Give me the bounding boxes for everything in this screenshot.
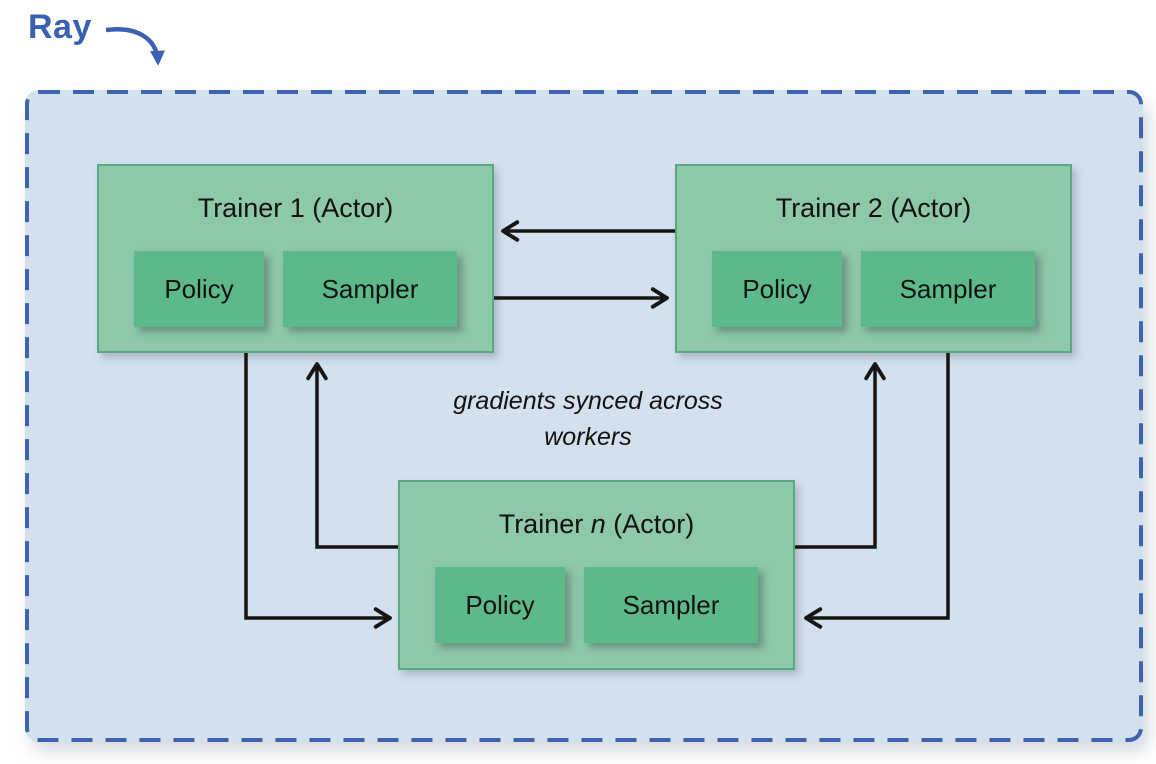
trainer-1-sampler-box: Sampler [283, 251, 457, 327]
trainer-2-title-suffix: (Actor) [882, 193, 972, 223]
trainer-2-components: Policy Sampler [712, 251, 1035, 327]
trainer-2-sampler-box: Sampler [861, 251, 1035, 327]
trainer-1-title: Trainer 1 (Actor) [198, 188, 394, 228]
annotation-line-1: gradients synced across [453, 387, 723, 415]
trainer-n-components: Policy Sampler [435, 567, 758, 643]
ray-label: Ray [28, 8, 92, 46]
trainer-2-title-name: 2 [867, 193, 883, 223]
trainer-n-title-suffix: (Actor) [605, 509, 695, 539]
trainer-n-sampler-box: Sampler [584, 567, 758, 643]
trainer-1-policy-box: Policy [134, 251, 264, 327]
trainer-1-box: Trainer 1 (Actor) Policy Sampler [97, 164, 494, 353]
trainer-2-box: Trainer 2 (Actor) Policy Sampler [675, 164, 1072, 353]
trainer-2-policy-box: Policy [712, 251, 842, 327]
trainer-n-title-prefix: Trainer [498, 509, 591, 539]
trainer-1-title-prefix: Trainer [197, 193, 290, 223]
trainer-2-title-prefix: Trainer [775, 193, 868, 223]
trainer-n-policy-box: Policy [435, 567, 565, 643]
trainer-2-title: Trainer 2 (Actor) [776, 188, 972, 228]
gradients-sync-annotation: gradients synced across workers [360, 383, 816, 455]
trainer-1-title-suffix: (Actor) [304, 193, 394, 223]
trainer-1-components: Policy Sampler [134, 251, 457, 327]
trainer-1-title-name: 1 [289, 193, 305, 223]
trainer-n-title: Trainer n (Actor) [499, 504, 695, 544]
trainer-n-title-name: n [590, 509, 606, 539]
trainer-n-box: Trainer n (Actor) Policy Sampler [398, 480, 795, 670]
ray-pointer-arrow-icon [105, 27, 166, 66]
annotation-line-2: workers [544, 423, 632, 451]
